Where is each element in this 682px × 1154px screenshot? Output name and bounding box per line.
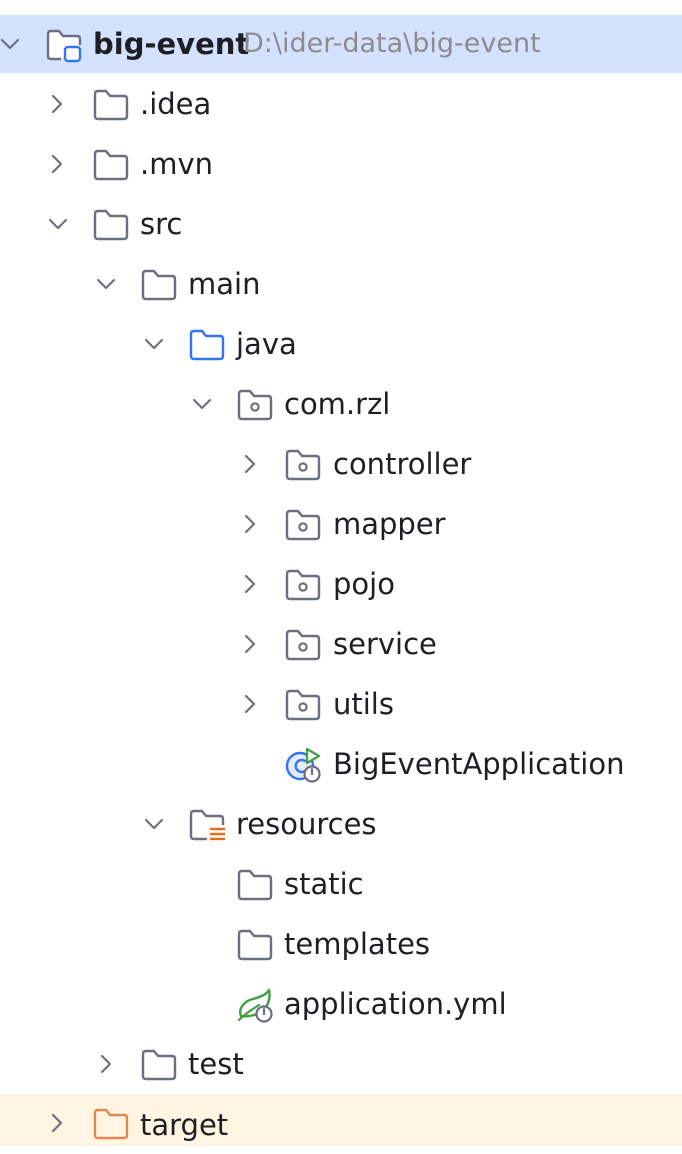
tree-item-label: application.yml [284, 987, 507, 1021]
tree-item-label: .idea [140, 87, 212, 121]
chevron-down-icon[interactable] [0, 30, 24, 58]
tree-row-test[interactable]: test [0, 1035, 682, 1093]
chevron-right-icon[interactable] [236, 690, 264, 718]
chevron-down-icon[interactable] [92, 270, 120, 298]
chevron-right-icon[interactable] [43, 150, 71, 178]
tree-item-label: main [188, 267, 261, 301]
chevron-right-icon[interactable] [43, 90, 71, 118]
tree-row-resources[interactable]: resources [0, 795, 682, 853]
tree-row-mapper[interactable]: mapper [0, 495, 682, 553]
folder-icon [139, 1047, 179, 1083]
tree-item-label: static [284, 867, 364, 901]
tree-row-service[interactable]: service [0, 615, 682, 673]
resources-root-folder-icon [187, 807, 227, 843]
tree-item-label: test [188, 1047, 244, 1081]
tree-item-label: controller [333, 447, 472, 481]
tree-item-label: mapper [333, 507, 446, 541]
folder-icon [91, 207, 131, 243]
package-icon [283, 627, 323, 663]
tree-item-label: .mvn [140, 147, 214, 181]
chevron-right-icon[interactable] [236, 570, 264, 598]
tree-row-controller[interactable]: controller [0, 435, 682, 493]
chevron-down-icon[interactable] [44, 210, 72, 238]
excluded-folder-icon [91, 1106, 131, 1142]
project-name-label: big-event [93, 27, 250, 61]
chevron-right-icon[interactable] [43, 1109, 71, 1137]
chevron-down-icon[interactable] [140, 330, 168, 358]
tree-row-utils[interactable]: utils [0, 675, 682, 733]
tree-row-static[interactable]: static [0, 855, 682, 913]
folder-icon [139, 267, 179, 303]
package-icon [283, 567, 323, 603]
tree-item-label: com.rzl [284, 387, 391, 421]
package-icon [235, 387, 275, 423]
tree-item-label: java [236, 327, 297, 361]
chevron-right-icon[interactable] [92, 1050, 120, 1078]
tree-item-label: BigEventApplication [333, 747, 625, 781]
tree-row-src[interactable]: src [0, 195, 682, 253]
tree-row-mvn[interactable]: .mvn [0, 135, 682, 193]
package-icon [283, 507, 323, 543]
chevron-right-icon[interactable] [236, 450, 264, 478]
tree-item-label: resources [236, 807, 377, 841]
source-root-folder-icon [187, 327, 227, 363]
package-icon [283, 447, 323, 483]
tree-item-label: utils [333, 687, 394, 721]
tree-item-label: service [333, 627, 437, 661]
tree-row-application-yml[interactable]: application.yml [0, 975, 682, 1033]
tree-row-main[interactable]: main [0, 255, 682, 313]
folder-icon [235, 927, 275, 963]
tree-item-label: templates [284, 927, 431, 961]
chevron-right-icon[interactable] [236, 630, 264, 658]
tree-row-idea[interactable]: .idea [0, 75, 682, 133]
tree-item-label: target [140, 1108, 229, 1142]
chevron-right-icon[interactable] [236, 510, 264, 538]
project-module-icon [44, 27, 84, 63]
tree-row-pojo[interactable]: pojo [0, 555, 682, 613]
package-icon [283, 687, 323, 723]
tree-item-label: src [140, 207, 183, 241]
folder-icon [91, 147, 131, 183]
folder-icon [91, 87, 131, 123]
tree-row-big-event-application[interactable]: BigEventApplication [0, 735, 682, 793]
tree-row-templates[interactable]: templates [0, 915, 682, 973]
tree-row-big-event[interactable]: big-event D:\ider-data\big-event [0, 15, 682, 73]
tree-row-java[interactable]: java [0, 315, 682, 373]
spring-boot-class-icon [283, 747, 323, 783]
tree-item-label: pojo [333, 567, 395, 601]
chevron-down-icon[interactable] [140, 810, 168, 838]
folder-icon [235, 867, 275, 903]
tree-row-target[interactable]: target [0, 1094, 682, 1146]
chevron-down-icon[interactable] [188, 390, 216, 418]
project-path-label: D:\ider-data\big-event [243, 28, 541, 59]
spring-config-file-icon [235, 987, 275, 1023]
tree-row-com-rzl[interactable]: com.rzl [0, 375, 682, 433]
